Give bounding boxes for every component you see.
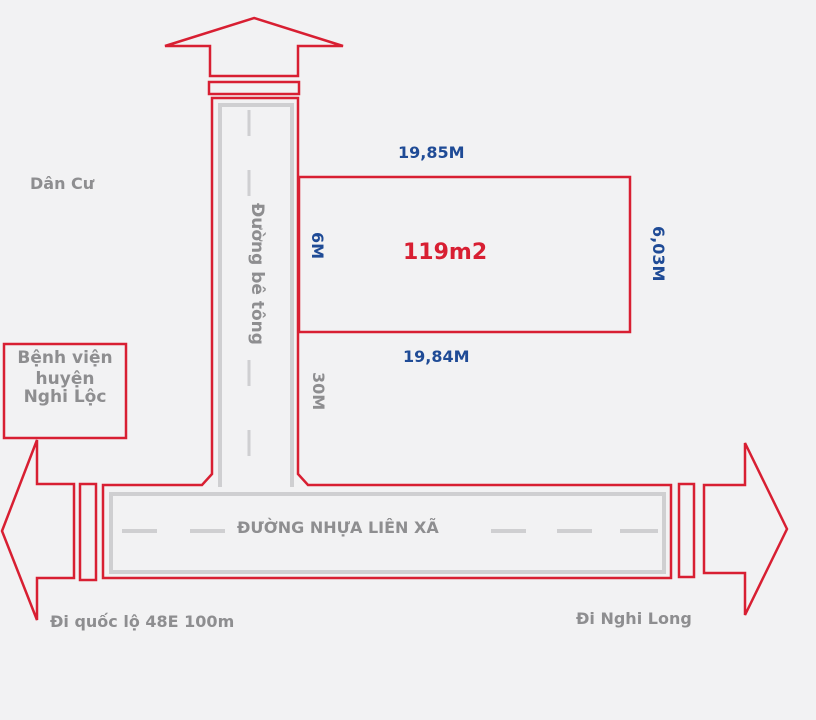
to-nghi-long-label: Đi Nghi Long	[576, 609, 692, 628]
road-end-barrier-left	[78, 482, 98, 582]
hospital-box	[2, 342, 128, 440]
concrete-road-label: Đường bê tông	[247, 203, 267, 345]
road-end-barrier-top	[207, 80, 301, 96]
hospital-label-line1: Bệnh viện	[17, 348, 113, 368]
lot-front-width: 6M	[308, 232, 327, 260]
concrete-road-length-label: 30M	[309, 372, 328, 411]
residential-label: Dân Cư	[30, 174, 95, 193]
lot-back-width: 6,03M	[649, 226, 668, 282]
concrete-road-inner	[218, 103, 294, 487]
arrow-up-icon	[164, 16, 344, 78]
arrow-left-icon	[0, 439, 76, 621]
hospital-label: Bệnh viện huyện Nghi Lộc	[6, 348, 124, 408]
main-road-label: ĐƯỜNG NHỰA LIÊN XÃ	[237, 518, 439, 537]
lot-bottom-width: 19,84M	[403, 347, 470, 366]
hospital-label-line2: huyện	[35, 369, 95, 389]
to-highway-label: Đi quốc lộ 48E 100m	[50, 612, 235, 631]
hospital-label-line3: Nghi Lộc	[23, 387, 107, 407]
road-outline	[101, 96, 673, 580]
lot-top-width: 19,85M	[398, 143, 465, 162]
main-road-inner	[109, 492, 666, 574]
arrow-right-icon	[702, 442, 789, 616]
road-end-barrier-right	[677, 482, 696, 579]
land-lot	[297, 175, 632, 334]
lot-area: 119m2	[403, 240, 488, 265]
